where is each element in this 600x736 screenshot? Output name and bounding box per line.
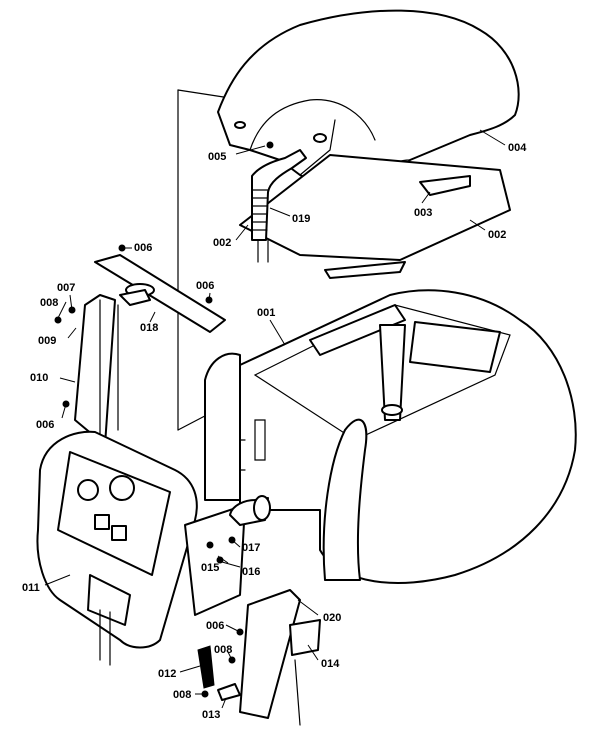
callout-006: 006	[206, 620, 224, 632]
fasteners	[54, 141, 274, 698]
control-panel-handle	[36, 430, 198, 666]
callout-005: 005	[208, 151, 226, 163]
callout-016: 016	[242, 566, 260, 578]
small-brackets	[197, 645, 241, 701]
callout-008: 008	[173, 689, 191, 701]
callout-017: 017	[242, 542, 260, 554]
callout-011: 011	[22, 582, 40, 594]
callout-014: 014	[321, 658, 340, 670]
callout-018: 018	[140, 322, 158, 334]
leader-lines	[44, 129, 506, 709]
rear-bracket	[239, 589, 321, 726]
main-body	[204, 289, 577, 584]
callout-002: 002	[488, 229, 506, 241]
callout-006: 006	[134, 242, 152, 254]
lid-gasket-plate	[239, 154, 511, 279]
callout-020: 020	[323, 612, 341, 624]
callout-009: 009	[38, 335, 56, 347]
callout-001: 001	[257, 307, 275, 319]
callout-004: 004	[508, 142, 527, 154]
callout-013: 013	[202, 709, 220, 721]
callout-007: 007	[57, 282, 75, 294]
callout-002: 002	[213, 237, 231, 249]
callout-008: 008	[40, 297, 58, 309]
flex-hose	[251, 149, 307, 263]
callout-010: 010	[30, 372, 48, 384]
callout-008: 008	[214, 644, 232, 656]
callout-003: 003	[414, 207, 432, 219]
callout-006: 006	[196, 280, 214, 292]
side-bracket	[74, 289, 151, 446]
callout-015: 015	[201, 562, 219, 574]
callout-labels: 004 005 019 003 002 002 006 007 008 006 …	[22, 142, 527, 721]
callout-012: 012	[158, 668, 176, 680]
motor-bracket	[184, 495, 271, 616]
callout-019: 019	[292, 213, 310, 225]
callout-006: 006	[36, 419, 54, 431]
